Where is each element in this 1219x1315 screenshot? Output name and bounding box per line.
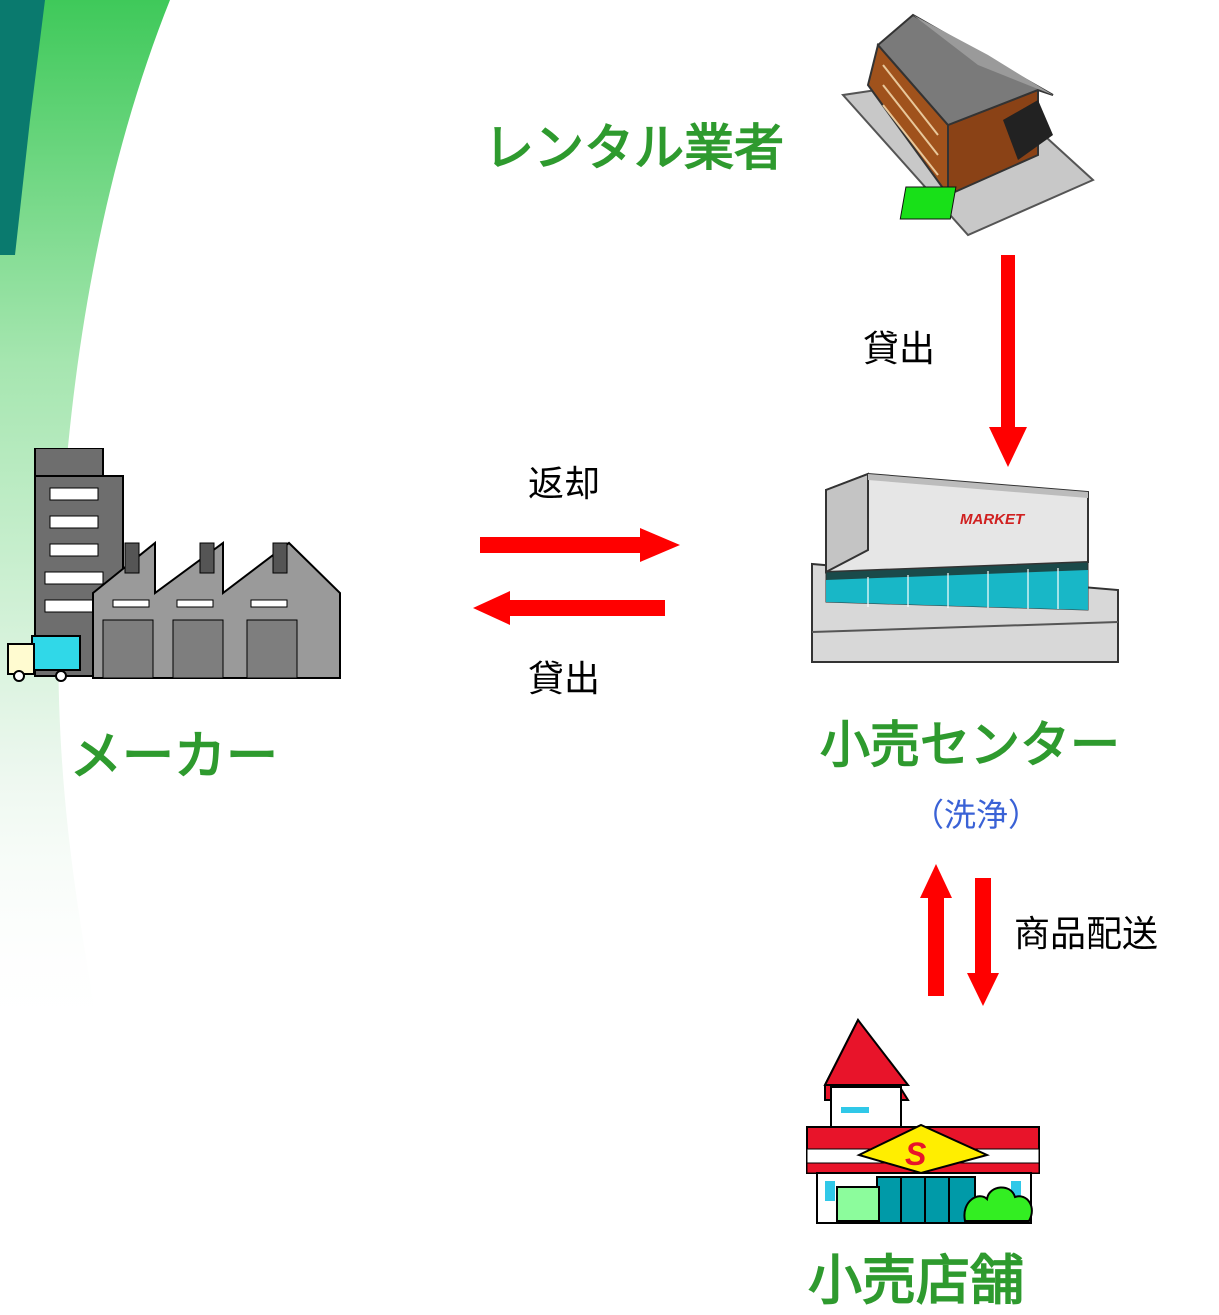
retail-center-label: 小売センター (820, 716, 1120, 774)
arrow-center-to-store (967, 878, 999, 1006)
arrow-rental-to-center (989, 255, 1027, 467)
arrow-center-to-maker (473, 591, 665, 625)
rental-lend-label: 貸出 (863, 329, 936, 370)
retail-store-icon: S (806, 1017, 1040, 1224)
rental-label: レンタル業者 (484, 119, 784, 177)
delivery-label: 商品配送 (1014, 914, 1159, 955)
arrow-maker-to-center (480, 528, 680, 562)
maker-label: メーカー (70, 727, 279, 787)
retail-center-building-icon: MARKET (811, 472, 1119, 663)
rental-building-icon (841, 13, 1095, 237)
store-sign: S (905, 1136, 927, 1172)
arrow-store-to-center (920, 864, 952, 996)
return-label: 返却 (528, 464, 601, 505)
market-sign: MARKET (960, 511, 1026, 528)
retail-store-label: 小売店舗 (808, 1249, 1024, 1312)
center-lend-label: 貸出 (528, 659, 601, 700)
factory-icon (7, 448, 341, 682)
retail-center-note: （洗浄） (912, 796, 1041, 834)
